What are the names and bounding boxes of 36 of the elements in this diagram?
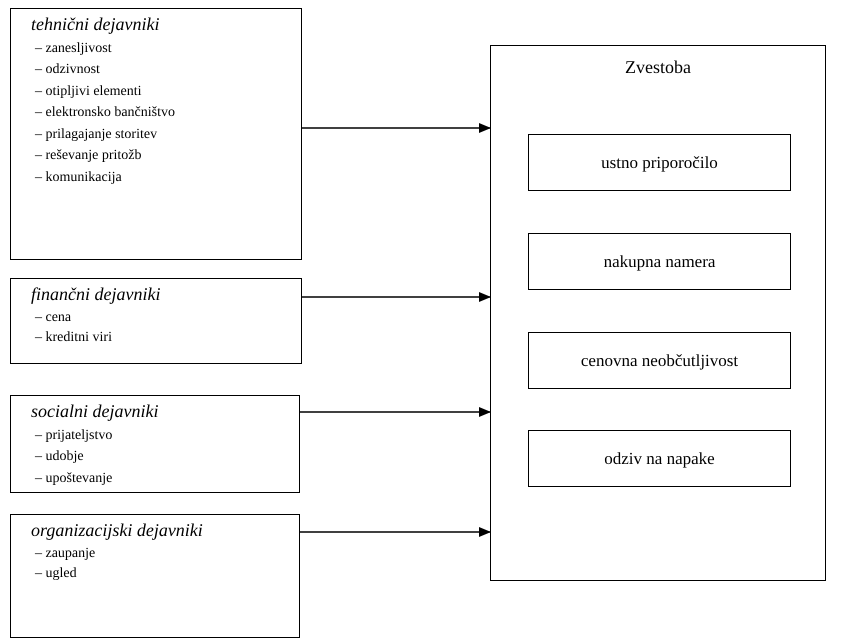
outcome-box	[528, 134, 791, 191]
factor-item: – komunikacija	[35, 168, 123, 186]
factor-box	[10, 278, 302, 364]
factor-item: – upoštevanje	[35, 470, 114, 487]
outcome-label: cenovna neobčutljivost	[580, 350, 738, 372]
outcome-label: odziv na napake	[604, 448, 715, 470]
factor-box	[10, 395, 300, 493]
arrow	[300, 407, 491, 417]
factor-box	[10, 514, 300, 638]
outcome-label: ustno priporočilo	[601, 152, 718, 174]
outcome-box	[528, 233, 791, 290]
arrow	[302, 292, 491, 302]
factor-item: – elektronsko bančništvo	[35, 104, 176, 122]
factor-item: – cena	[35, 308, 72, 326]
outcome-label: nakupna namera	[604, 250, 716, 273]
factor-heading: organizacijski dejavniki	[31, 519, 204, 542]
factor-item: – odzivnost	[35, 61, 101, 78]
factor-item: – otipljivi elementi	[35, 82, 143, 100]
group-box	[490, 45, 826, 581]
outcome-box	[528, 332, 791, 389]
factor-heading: socialni dejavniki	[31, 400, 160, 422]
factor-item: – kreditni viri	[35, 329, 113, 346]
factor-box	[10, 8, 302, 260]
factor-item: – udobje	[35, 448, 85, 466]
factor-item: – zaupanje	[35, 544, 96, 562]
factor-item: – zanesljivost	[35, 40, 113, 57]
factor-heading: tehnični dejavniki	[31, 13, 160, 36]
arrow	[300, 527, 491, 537]
factor-heading: finančni dejavniki	[31, 283, 162, 306]
arrow	[302, 123, 491, 133]
factor-item: – prijateljstvo	[35, 426, 114, 444]
outcome-box	[528, 430, 791, 487]
group-title: Zvestoba	[624, 56, 692, 79]
factor-item: – ugled	[35, 565, 78, 582]
factor-item: – prilagajanje storitev	[35, 126, 158, 143]
factor-item: – reševanje pritožb	[35, 147, 143, 164]
